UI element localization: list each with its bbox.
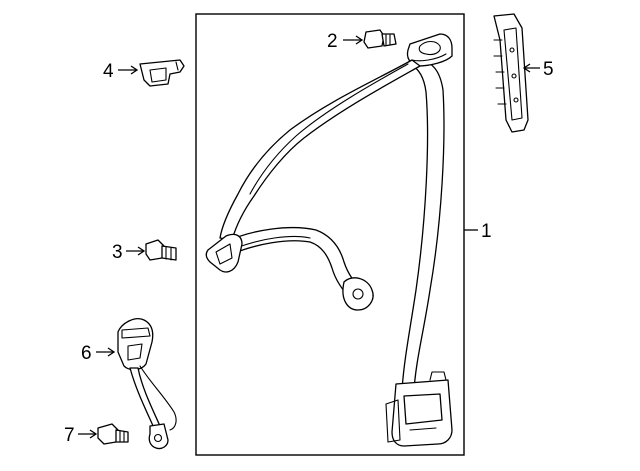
leader-arrow-6 [96,347,116,357]
leader-arrow-2 [343,35,364,45]
callout-4: 4 [103,61,114,82]
seat-belt-assembly-icon[interactable] [205,33,453,447]
bolt-icon[interactable] [363,29,397,49]
assembly-frame [195,13,465,456]
callout-2: 2 [327,31,338,52]
buckle-icon[interactable] [117,318,177,450]
bolt-icon[interactable] [145,239,177,261]
callout-6: 6 [81,343,92,364]
height-adjuster-icon[interactable] [493,13,529,133]
bolt-icon[interactable] [97,423,129,445]
callout-1: 1 [481,221,492,242]
callout-3: 3 [112,242,123,263]
leader-arrow-7 [78,429,98,439]
leader-arrow-3 [126,246,146,256]
callout-7: 7 [64,425,75,446]
leader-arrow-4 [118,65,139,75]
callout-5: 5 [543,59,554,80]
clip-icon[interactable] [139,59,185,87]
leader-arrow-5 [522,63,540,73]
